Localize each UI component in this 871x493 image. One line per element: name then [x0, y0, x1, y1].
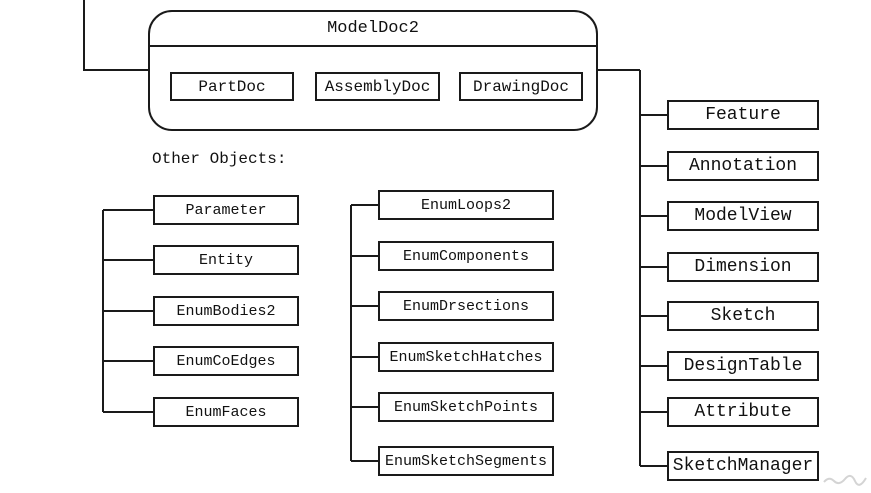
- node-modeldoc2-title: ModelDoc2: [150, 12, 596, 47]
- node-enumcoedges: EnumCoEdges: [153, 346, 299, 376]
- node-enumcomponents: EnumComponents: [378, 241, 554, 271]
- node-sketchmanager: SketchManager: [667, 451, 819, 481]
- node-assemblydoc: AssemblyDoc: [315, 72, 440, 101]
- node-enumsketchpoints: EnumSketchPoints: [378, 392, 554, 422]
- node-sketch: Sketch: [667, 301, 819, 331]
- node-enumloops2: EnumLoops2: [378, 190, 554, 220]
- other-objects-label: Other Objects:: [152, 150, 287, 168]
- node-designtable: DesignTable: [667, 351, 819, 381]
- node-modelview: ModelView: [667, 201, 819, 231]
- connector-top-in: [83, 0, 150, 71]
- node-enumdrsections: EnumDrsections: [378, 291, 554, 321]
- node-parameter: Parameter: [153, 195, 299, 225]
- node-partdoc: PartDoc: [170, 72, 294, 101]
- node-dimension: Dimension: [667, 252, 819, 282]
- node-enumsketchhatches: EnumSketchHatches: [378, 342, 554, 372]
- node-enumsketchsegments: EnumSketchSegments: [378, 446, 554, 476]
- node-feature: Feature: [667, 100, 819, 130]
- watermark-scribble: [823, 475, 867, 486]
- node-modeldoc2: ModelDoc2 PartDoc AssemblyDoc DrawingDoc: [148, 10, 598, 131]
- node-annotation: Annotation: [667, 151, 819, 181]
- node-entity: Entity: [153, 245, 299, 275]
- node-drawingdoc: DrawingDoc: [459, 72, 583, 101]
- node-enumbodies2: EnumBodies2: [153, 296, 299, 326]
- node-enumfaces: EnumFaces: [153, 397, 299, 427]
- node-attribute: Attribute: [667, 397, 819, 427]
